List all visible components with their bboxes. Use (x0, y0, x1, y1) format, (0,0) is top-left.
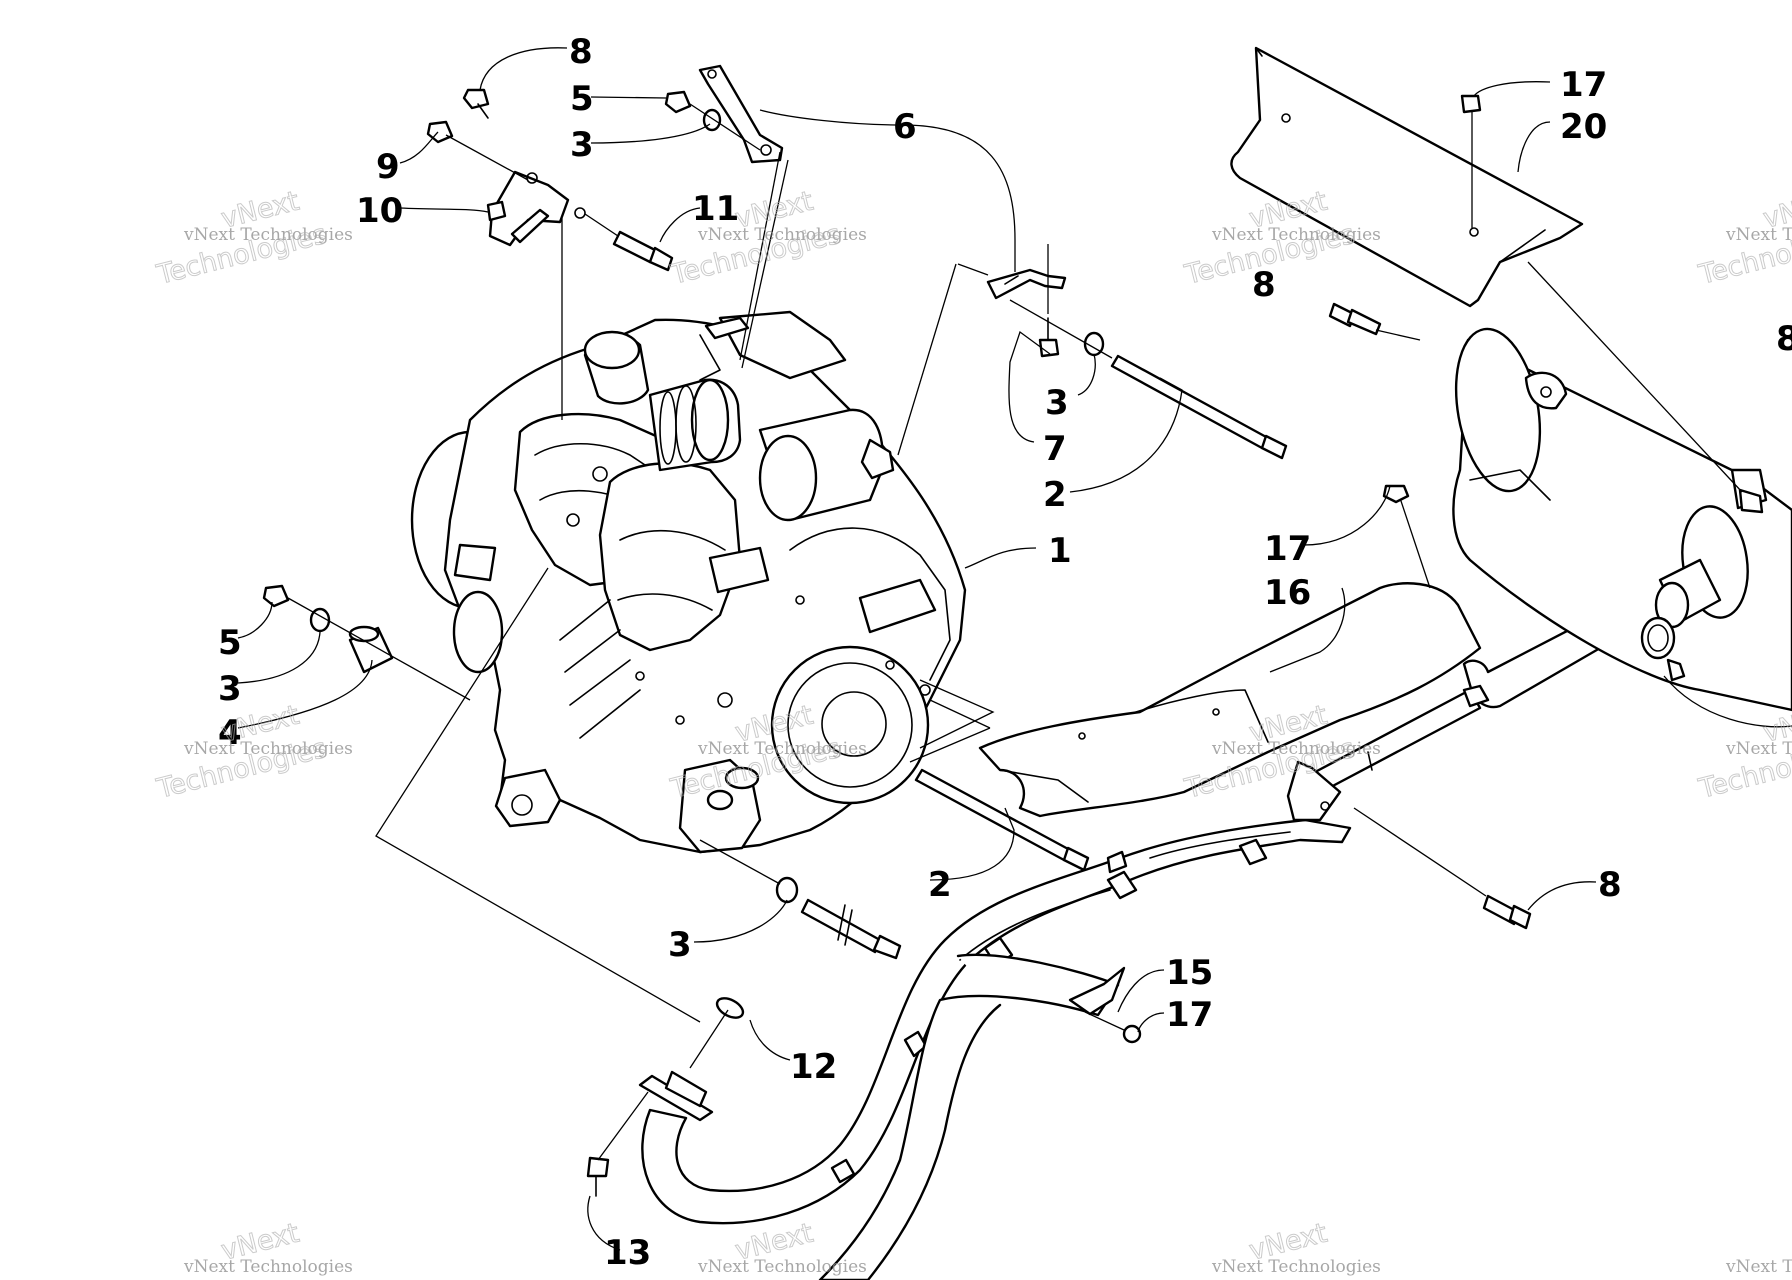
svg-text:vNext Technologies: vNext Technologies (1211, 225, 1381, 245)
callout-17-top: 17 (1560, 65, 1607, 105)
shield-bolt-8 (1328, 302, 1421, 341)
callout-3-bottom: 3 (668, 925, 692, 965)
screw-7 (1038, 317, 1060, 358)
svg-text:vNext: vNext (1760, 186, 1792, 235)
callout-17-mid: 17 (1264, 529, 1311, 569)
callout-9: 9 (376, 147, 400, 187)
exhaust-heat-shield-15 (1068, 966, 1126, 1016)
callout-8-edge: 8 (1776, 319, 1792, 359)
watermark-9: vNext Technologies vNext (183, 1217, 353, 1277)
callout-3-top: 3 (570, 125, 594, 165)
watermark-10: vNext Technologies vNext (697, 1217, 867, 1277)
engine-bracket-6-upper (698, 64, 784, 361)
upper-nut-5 (664, 90, 692, 114)
exhaust-header-pipe (638, 818, 1352, 1280)
svg-text:vNext Technologies: vNext Technologies (697, 739, 867, 759)
upper-washer-3 (702, 108, 722, 132)
callout-16: 16 (1264, 573, 1311, 613)
lower-bolt-with-spacer (699, 839, 902, 960)
callout-12: 12 (790, 1047, 837, 1087)
callout-3-mid: 3 (1045, 383, 1069, 423)
callout-8-shield: 8 (1252, 265, 1276, 305)
watermark-11: vNext Technologies vNext (1211, 1217, 1381, 1277)
svg-text:vNext Technologies: vNext Technologies (183, 225, 353, 245)
svg-text:vNext Technologies: vNext Technologies (1211, 1257, 1381, 1277)
left-nut-5 (262, 584, 290, 608)
left-washer-3 (309, 607, 331, 633)
shield-screw-17-lower (1084, 1011, 1142, 1044)
watermark-4: vNext Technologies vNext Technologies (1695, 185, 1792, 291)
callout-7: 7 (1043, 429, 1067, 469)
engine-bracket-6-right (897, 244, 1067, 456)
watermark-12: vNext Technologies (1725, 1257, 1792, 1277)
svg-text:vNext Technologies: vNext Technologies (1211, 739, 1381, 759)
callout-1: 1 (1048, 531, 1072, 571)
long-bolt-2-upper (1009, 299, 1288, 460)
bracket-bolt-11 (584, 213, 674, 272)
muffler-clamp (1640, 616, 1686, 682)
callout-5-top: 5 (570, 79, 594, 119)
svg-text:vNext Technologies: vNext Technologies (697, 1257, 867, 1277)
shield-screw-17-top (1460, 94, 1482, 228)
right-bolt-8 (1353, 807, 1532, 930)
upper-heat-shield-20 (1230, 46, 1584, 308)
muffler (1452, 327, 1792, 712)
callout-2-upper: 2 (1043, 475, 1067, 515)
callout-4: 4 (218, 713, 242, 753)
svg-text:vNext Technologies: vNext Technologies (1725, 225, 1792, 245)
callout-6: 6 (893, 107, 917, 147)
callout-2-lower: 2 (928, 865, 952, 905)
callout-20: 20 (1560, 107, 1607, 147)
callout-10: 10 (356, 191, 403, 231)
callout-5-left: 5 (218, 623, 242, 663)
callout-8-top: 8 (569, 32, 593, 72)
engine-mount-bracket (486, 170, 586, 247)
callout-8-right: 8 (1598, 865, 1622, 905)
shield-screw-17-mid (1382, 484, 1410, 504)
rear-pipe-section (1286, 614, 1617, 822)
callout-leaders (237, 47, 1597, 1251)
svg-text:vNext Technologies: vNext Technologies (1725, 739, 1792, 759)
watermark-8: vNext Technologies vNext Technologies (1695, 699, 1792, 805)
exhaust-gasket-12 (689, 997, 745, 1069)
svg-text:vNext Technologies: vNext Technologies (1725, 1257, 1792, 1277)
svg-text:vNext Technologies: vNext Technologies (183, 739, 353, 759)
mid-heat-shield-16 (978, 485, 1482, 818)
header-flange-bolt-13 (586, 1091, 649, 1197)
watermark-1: vNext Technologies vNext Technologies (153, 185, 353, 291)
callout-11: 11 (692, 189, 739, 229)
callout-15: 15 (1166, 953, 1213, 993)
svg-text:vNext Technologies: vNext Technologies (183, 1257, 353, 1277)
callout-17-lower: 17 (1166, 995, 1213, 1035)
callout-3-left: 3 (218, 669, 242, 709)
svg-text:vNext Technologies: vNext Technologies (697, 225, 867, 245)
bracket-screw-8 (462, 88, 490, 119)
lower-washer-3 (775, 876, 799, 904)
bracket-nut-9 (426, 120, 529, 181)
callout-13: 13 (604, 1233, 651, 1273)
muffler-mount-tab (1527, 261, 1764, 514)
watermark-5: vNext Technologies vNext Technologies (153, 699, 353, 805)
